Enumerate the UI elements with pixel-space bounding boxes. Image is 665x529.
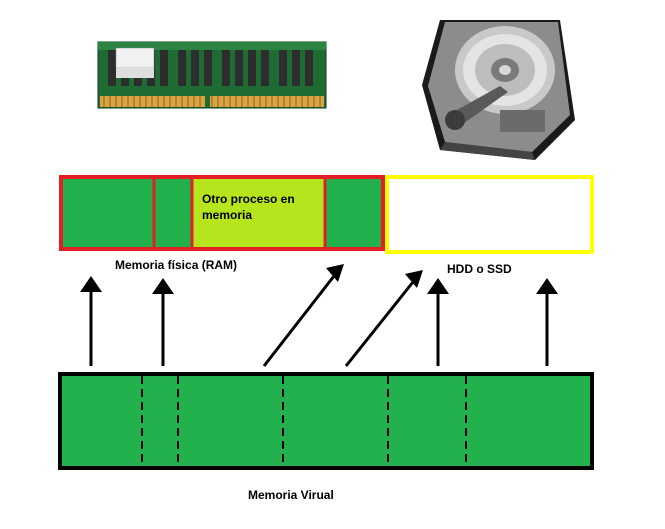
storage-bar — [385, 175, 594, 254]
hard-drive-image — [422, 20, 575, 160]
physical-memory-bar — [59, 175, 385, 251]
virtual-memory-bar — [58, 372, 594, 470]
ram-label: Memoria física (RAM) — [115, 258, 238, 272]
mapping-arrows — [80, 264, 558, 367]
virtual-memory-label: Memoria Virual — [248, 488, 334, 502]
other-process-label: Otro proceso en memoria — [202, 192, 295, 222]
ram-module-image — [97, 41, 327, 109]
other-process-block — [192, 177, 325, 249]
storage-label: HDD o SSD — [447, 262, 512, 276]
